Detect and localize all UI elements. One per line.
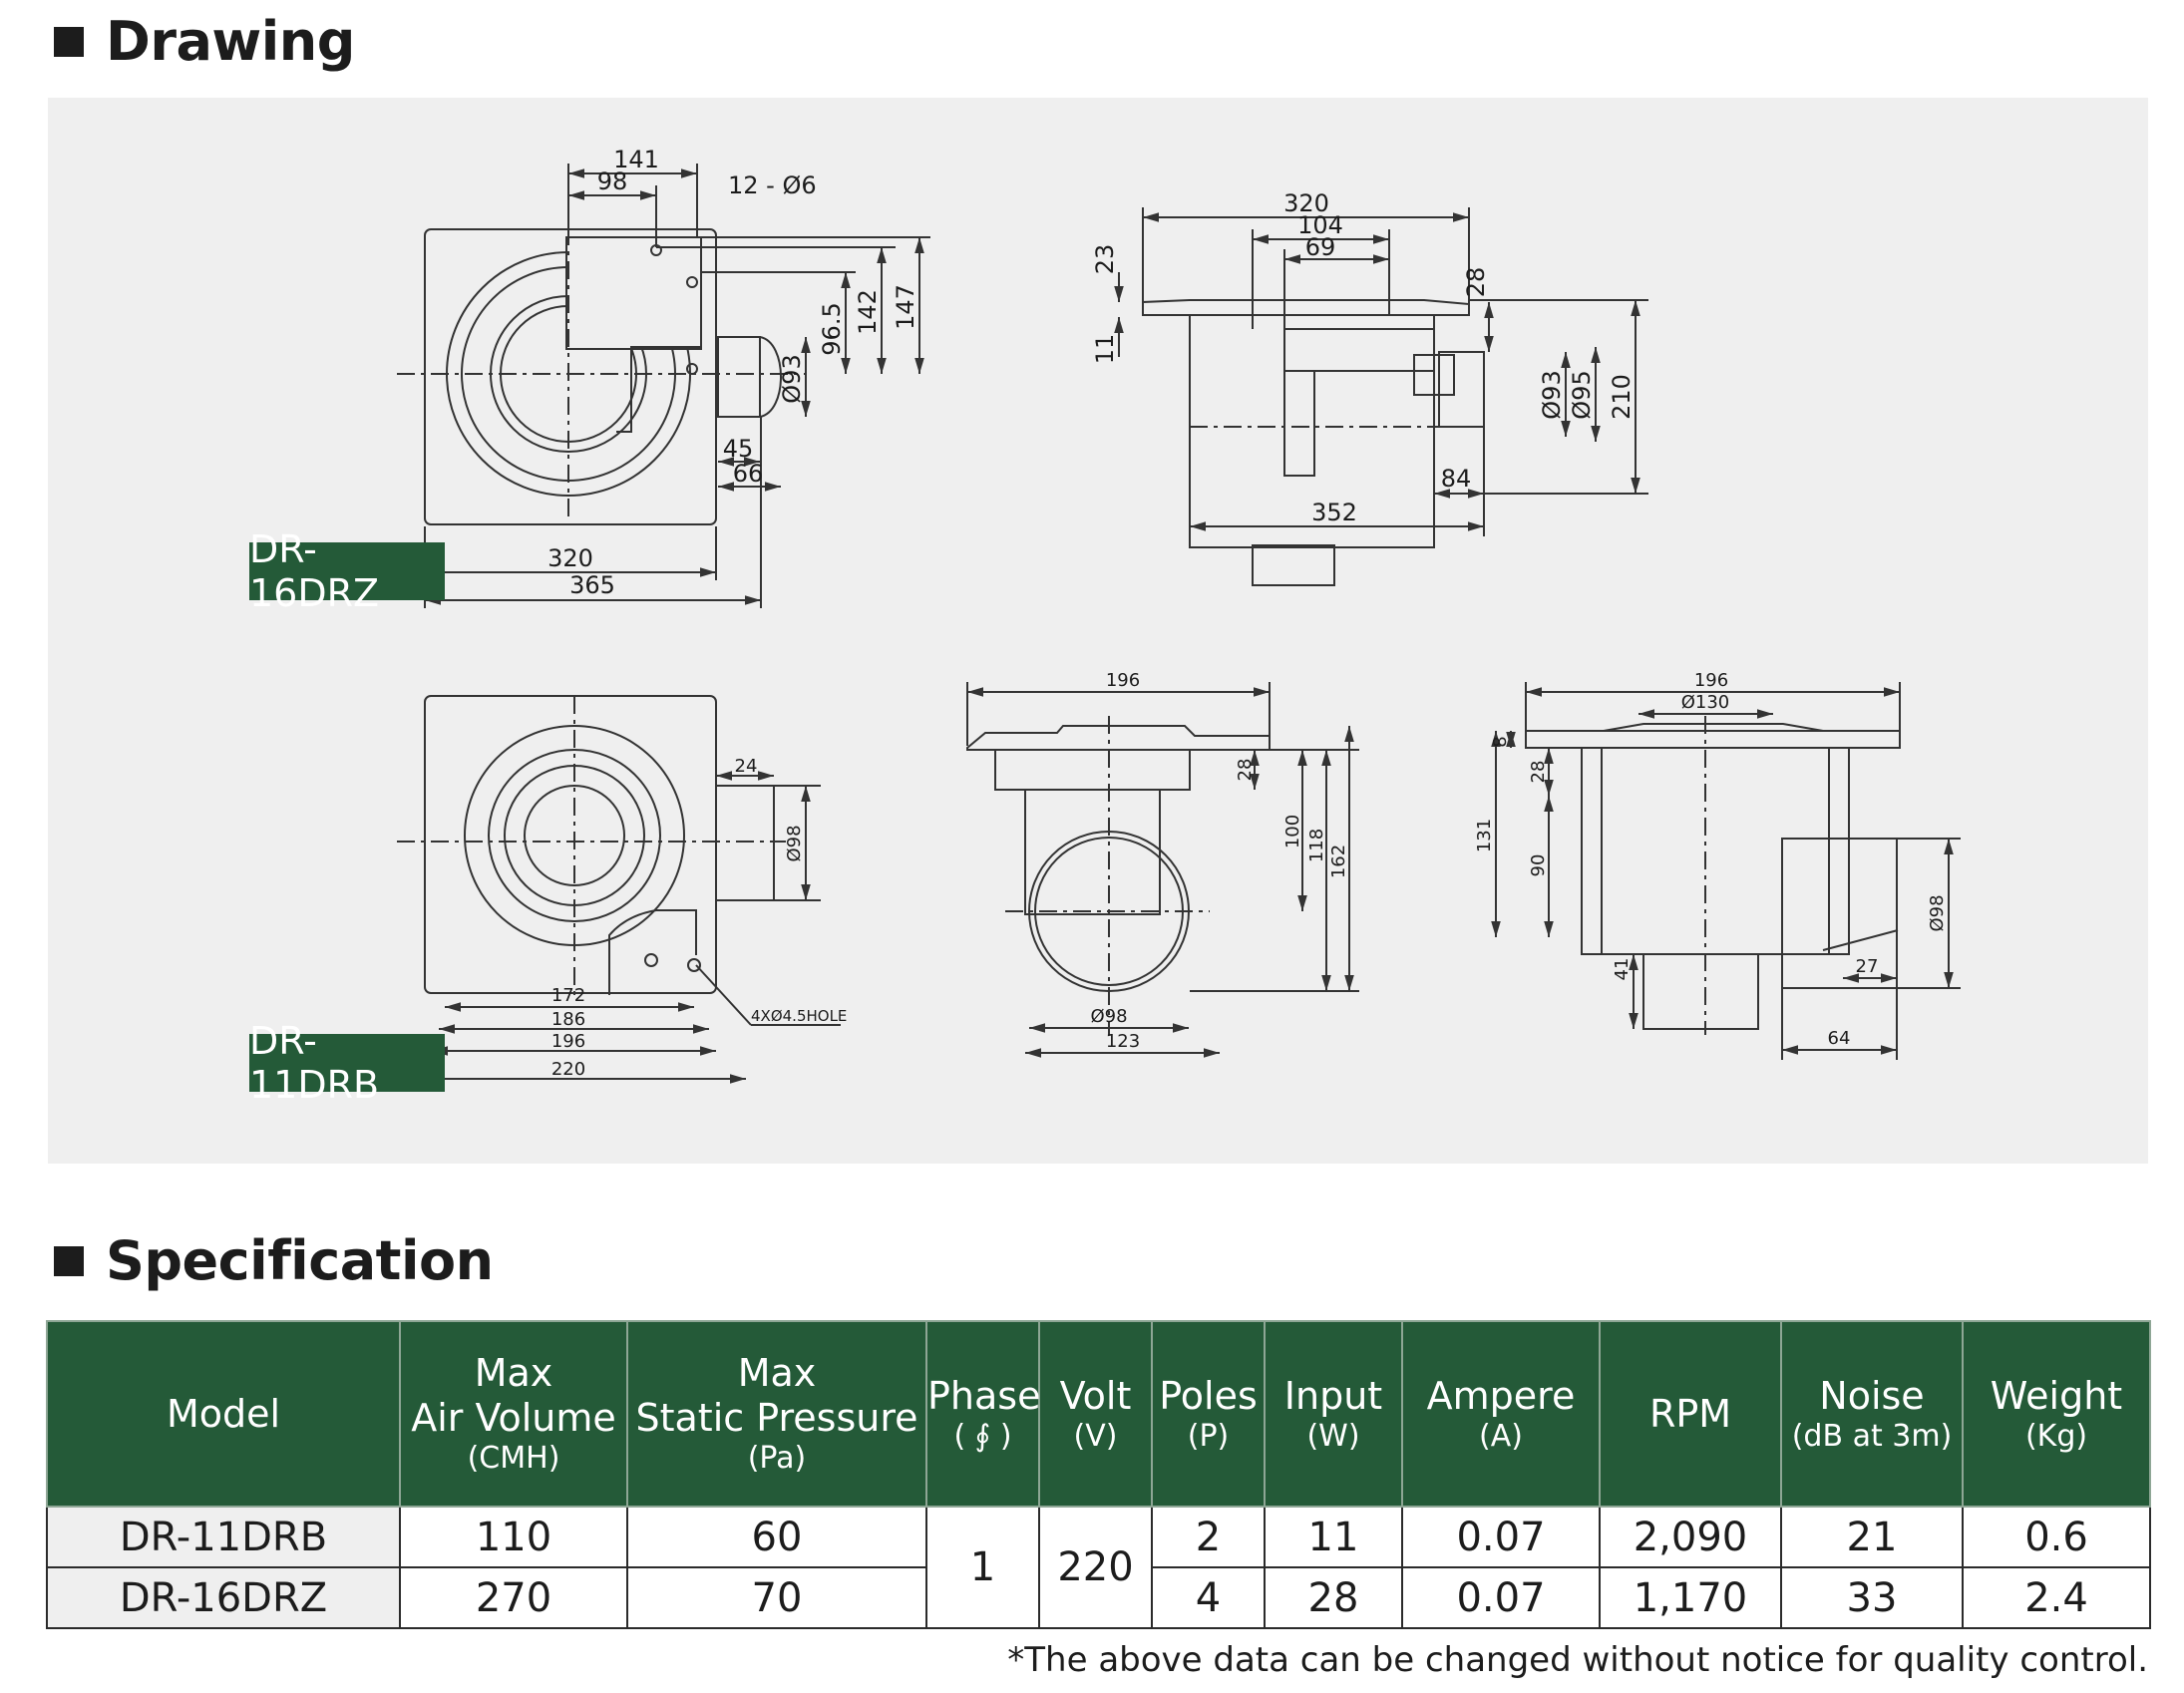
dim-c-0: 24 — [735, 756, 758, 777]
dim-b-5: 28 — [1462, 267, 1490, 298]
dim-d-6: 123 — [1106, 1031, 1140, 1052]
dim-b-1: 104 — [1297, 211, 1343, 239]
specification-section-title: Specification — [54, 1229, 494, 1292]
table-row: DR-16DRZ 270 70 4 28 0.07 1,170 33 2.4 — [46, 1566, 2151, 1629]
cell-poles: 2 — [1151, 1506, 1266, 1568]
dim-e-2: 8 — [1490, 736, 1511, 747]
dim-a-5: 147 — [892, 284, 919, 330]
drawing-c-top-view — [397, 695, 841, 1084]
table-row: DR-11DRB 110 60 1 220 2 11 0.07 2,090 21… — [46, 1506, 2151, 1629]
cell-model: DR-16DRZ — [46, 1566, 401, 1629]
dim-c-5: 220 — [551, 1059, 585, 1080]
cell-air-volume: 270 — [399, 1566, 628, 1629]
model-tag-lower: DR-11DRB — [249, 1019, 445, 1107]
dim-a-2: 12 - Ø6 — [728, 171, 817, 199]
cell-input: 11 — [1264, 1506, 1403, 1568]
dim-a-7: 45 — [723, 435, 754, 463]
dim-b-10: 352 — [1311, 499, 1357, 526]
dim-d-4: 162 — [1328, 845, 1349, 878]
drawing-b-side-view — [1114, 207, 1648, 586]
header-input: Input(W) — [1264, 1320, 1403, 1508]
header-poles: Poles(P) — [1151, 1320, 1266, 1508]
dim-a-6: Ø93 — [778, 354, 806, 403]
dim-c-4: 196 — [551, 1031, 585, 1052]
dim-b-4: 11 — [1091, 334, 1119, 365]
dim-a-1: 98 — [597, 168, 628, 195]
cell-input: 28 — [1264, 1566, 1403, 1629]
model-tag-upper: DR-16DRZ — [249, 527, 445, 615]
cell-static-pressure: 60 — [626, 1506, 927, 1568]
drawing-title-text: Drawing — [106, 10, 355, 73]
cell-weight: 2.4 — [1962, 1566, 2151, 1629]
dim-d-3: 118 — [1306, 829, 1327, 862]
dim-e-5: 90 — [1528, 854, 1549, 877]
drawing-panel: 141 98 12 - Ø6 96.5 142 147 Ø93 45 66 32… — [48, 98, 2148, 1164]
dim-a-8: 66 — [733, 460, 764, 488]
header-volt: Volt(V) — [1038, 1320, 1153, 1508]
disclaimer-note: *The above data can be changed without n… — [1007, 1640, 2148, 1680]
square-bullet-icon — [54, 1245, 84, 1276]
specification-title-text: Specification — [106, 1229, 494, 1292]
dim-b-8: 210 — [1608, 374, 1636, 420]
dim-e-3: 28 — [1528, 761, 1549, 784]
dim-b-7: Ø95 — [1568, 370, 1596, 419]
cell-volt: 220 — [1038, 1506, 1153, 1629]
dim-e-8: 27 — [1856, 956, 1879, 977]
dim-b-2: 69 — [1305, 233, 1336, 261]
cell-model: DR-11DRB — [46, 1506, 401, 1568]
drawing-a-top-view — [397, 164, 930, 608]
dim-b-9: 84 — [1441, 465, 1472, 493]
dim-b-6: Ø93 — [1538, 370, 1566, 419]
dim-d-2: 100 — [1282, 815, 1303, 848]
dim-a-3: 96.5 — [818, 302, 846, 355]
dim-b-3: 23 — [1091, 244, 1119, 275]
dim-a-9: 320 — [547, 544, 593, 572]
dim-e-0: 196 — [1694, 670, 1728, 691]
cell-phase: 1 — [925, 1506, 1040, 1629]
dim-d-1: 28 — [1235, 759, 1256, 782]
cell-rpm: 1,170 — [1599, 1566, 1782, 1629]
dim-c-1: Ø98 — [784, 825, 805, 861]
drawing-d-front-view — [966, 682, 1359, 1058]
cell-air-volume: 110 — [399, 1506, 628, 1568]
dim-c-6: 4XØ4.5HOLE — [751, 1007, 847, 1025]
header-phase: Phase( ∮ ) — [925, 1320, 1040, 1508]
cell-noise: 21 — [1780, 1506, 1964, 1568]
header-ampere: Ampere(A) — [1401, 1320, 1601, 1508]
header-noise: Noise(dB at 3m) — [1780, 1320, 1964, 1508]
cell-poles: 4 — [1151, 1566, 1266, 1629]
dim-d-5: Ø98 — [1090, 1006, 1127, 1027]
dim-e-1: Ø130 — [1681, 692, 1730, 713]
cell-ampere: 0.07 — [1401, 1506, 1601, 1568]
drawing-e-side-view — [1491, 682, 1961, 1060]
cell-rpm: 2,090 — [1599, 1506, 1782, 1568]
cell-static-pressure: 70 — [626, 1566, 927, 1629]
cell-noise: 33 — [1780, 1566, 1964, 1629]
cell-weight: 0.6 — [1962, 1506, 2151, 1568]
header-rpm: RPM — [1599, 1320, 1782, 1508]
dim-a-0: 141 — [613, 146, 659, 173]
dim-e-7: Ø98 — [1927, 894, 1948, 931]
dim-d-0: 196 — [1106, 670, 1140, 691]
dim-e-6: 41 — [1612, 958, 1633, 981]
technical-drawings: 141 98 12 - Ø6 96.5 142 147 Ø93 45 66 32… — [397, 146, 1961, 1084]
dim-c-2: 172 — [551, 985, 585, 1006]
cell-ampere: 0.07 — [1401, 1566, 1601, 1629]
dim-a-4: 142 — [854, 289, 882, 335]
header-model: Model — [46, 1320, 401, 1508]
drawing-section-title: Drawing — [54, 10, 355, 73]
square-bullet-icon — [54, 26, 84, 57]
dim-b-0: 320 — [1283, 189, 1329, 217]
dim-a-10: 365 — [569, 571, 615, 599]
header-weight: Weight(Kg) — [1962, 1320, 2151, 1508]
dim-e-9: 64 — [1828, 1028, 1851, 1049]
dim-c-3: 186 — [551, 1009, 585, 1030]
dim-e-4: 131 — [1474, 819, 1495, 852]
